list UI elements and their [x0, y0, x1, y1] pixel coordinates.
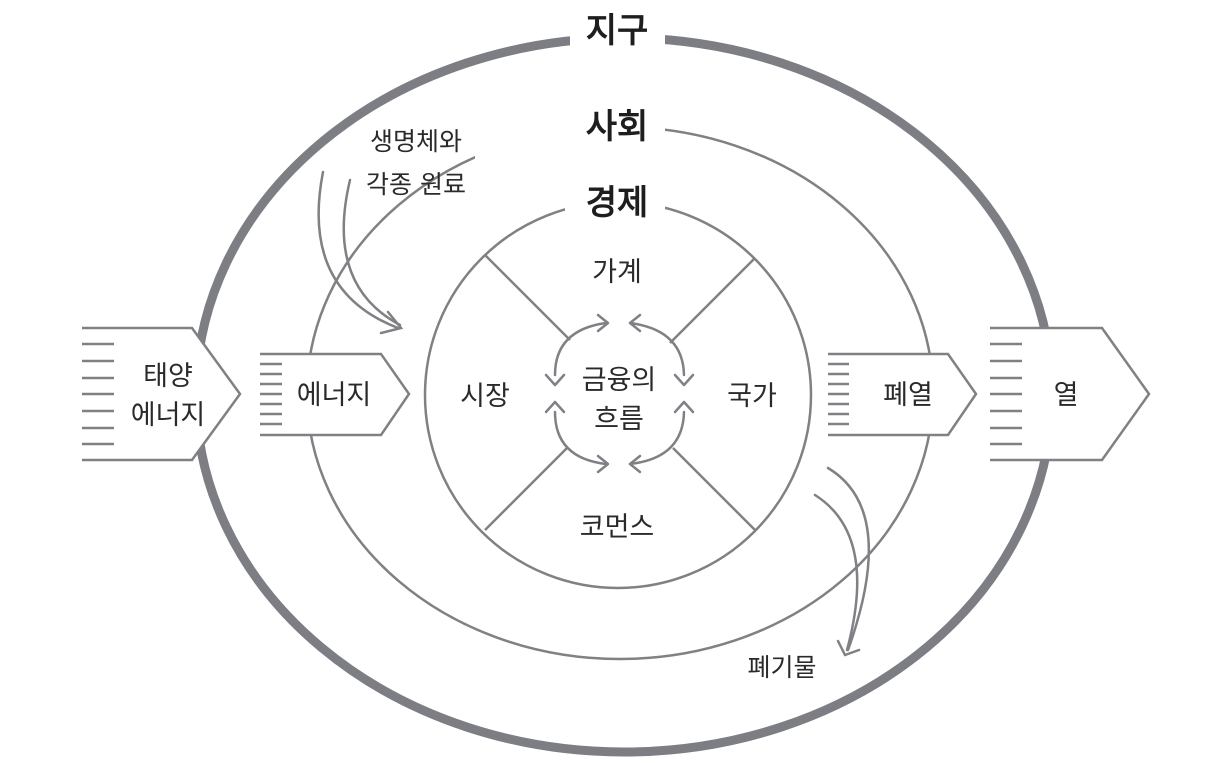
flow-arrowhead-top-left-down: [544, 373, 566, 387]
heat-output-label: 열: [1054, 380, 1079, 411]
energy-input-label: 에너지: [297, 380, 372, 411]
sector-household-label: 가계: [592, 257, 642, 288]
flow-arrowhead-top-left-right: [596, 313, 610, 333]
financial-flow-label-line2: 흐름: [594, 404, 644, 435]
energy-input-arrow: [260, 352, 411, 437]
earth-label: 지구: [586, 11, 649, 51]
flow-arrow-bottom-left: [553, 410, 608, 466]
heat-output-stripes: [990, 342, 1022, 446]
waste-heat-stripes: [828, 362, 849, 426]
waste-heat-arrow: [828, 352, 978, 437]
materials-label-line1: 생명체와: [370, 127, 462, 156]
solar-energy-label-line1: 태양: [143, 361, 193, 392]
sector-state-label: 국가: [727, 381, 777, 412]
energy-input-stripes: [260, 362, 282, 426]
flow-arrowhead-top-right-down: [673, 373, 695, 387]
heat-output-arrow: [990, 326, 1151, 462]
flow-arrowhead-bottom-right-left: [628, 454, 642, 474]
waste-heat-label: 폐열: [883, 380, 933, 411]
materials-input-arrow: [317, 170, 404, 335]
waste-label: 폐기물: [747, 653, 816, 682]
flow-arrowhead-bottom-left-up: [544, 400, 566, 414]
materials-arrowhead: [379, 310, 404, 335]
sector-commons-label: 코먼스: [580, 512, 655, 543]
sector-market-label: 시장: [460, 381, 510, 412]
materials-label-line2: 각종 원료: [366, 170, 466, 199]
divider-top-right: [669, 257, 756, 344]
divider-top-left: [484, 254, 571, 341]
solar-energy-arrow: [82, 326, 242, 462]
financial-flow-arrows: [544, 313, 695, 474]
flow-arrow-top-left: [553, 321, 608, 377]
flow-arrow-bottom-right: [628, 410, 686, 466]
solar-energy-label-line2: 에너지: [131, 400, 206, 431]
flow-arrowhead-bottom-right-up: [673, 400, 695, 414]
society-label: 사회: [586, 107, 649, 147]
sector-dividers: [484, 254, 756, 531]
economy-label: 경제: [586, 183, 649, 223]
flow-arrowhead-bottom-left-right: [596, 454, 610, 474]
financial-flow-label-line1: 금융의: [582, 365, 657, 396]
divider-bottom-right: [672, 447, 756, 531]
divider-bottom-left: [484, 447, 568, 531]
solar-energy-stripes: [82, 342, 114, 446]
flow-arrowhead-top-right-left: [628, 313, 642, 333]
flow-arrow-top-right: [628, 321, 686, 377]
waste-output-arrow: [813, 466, 871, 657]
waste-arrowhead: [836, 639, 861, 657]
